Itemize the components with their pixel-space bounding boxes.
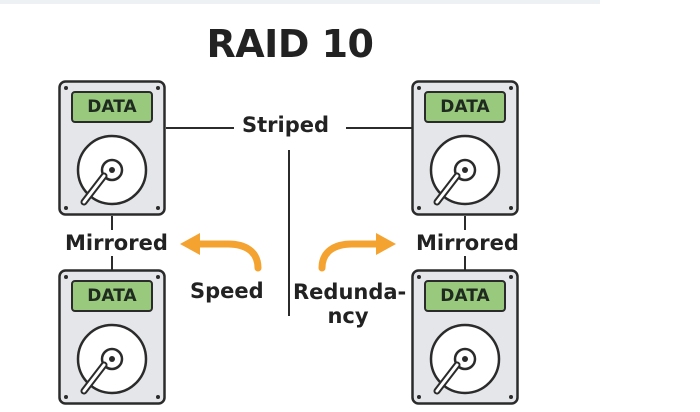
redundancy-label: Redunda- ncy [293,280,407,329]
drive-data-label: DATA [87,286,137,306]
right-arrow-icon [318,233,396,272]
left-arrow-icon [180,233,262,272]
striped-label: Striped [242,113,330,137]
hard-drive-icon [411,80,519,216]
hard-drive-top-right: DATA [411,80,519,216]
drive-data-label: DATA [440,97,490,117]
hard-drive-bottom-left: DATA [58,269,166,405]
hard-drive-top-left: DATA [58,80,166,216]
hard-drive-bottom-right: DATA [411,269,519,405]
drive-data-label: DATA [87,97,137,117]
hard-drive-icon [58,269,166,405]
drive-data-label: DATA [440,286,490,306]
top-rule [0,0,600,4]
speed-label: Speed [190,279,264,303]
hard-drive-icon [58,80,166,216]
mirrored-label-right: Mirrored [416,231,519,255]
hard-drive-icon [411,269,519,405]
mirrored-label-left: Mirrored [65,231,168,255]
redundancy-label-line2: ncy [327,304,369,329]
diagram-title: RAID 10 [206,22,374,66]
redundancy-label-line1: Redunda- [293,280,407,304]
